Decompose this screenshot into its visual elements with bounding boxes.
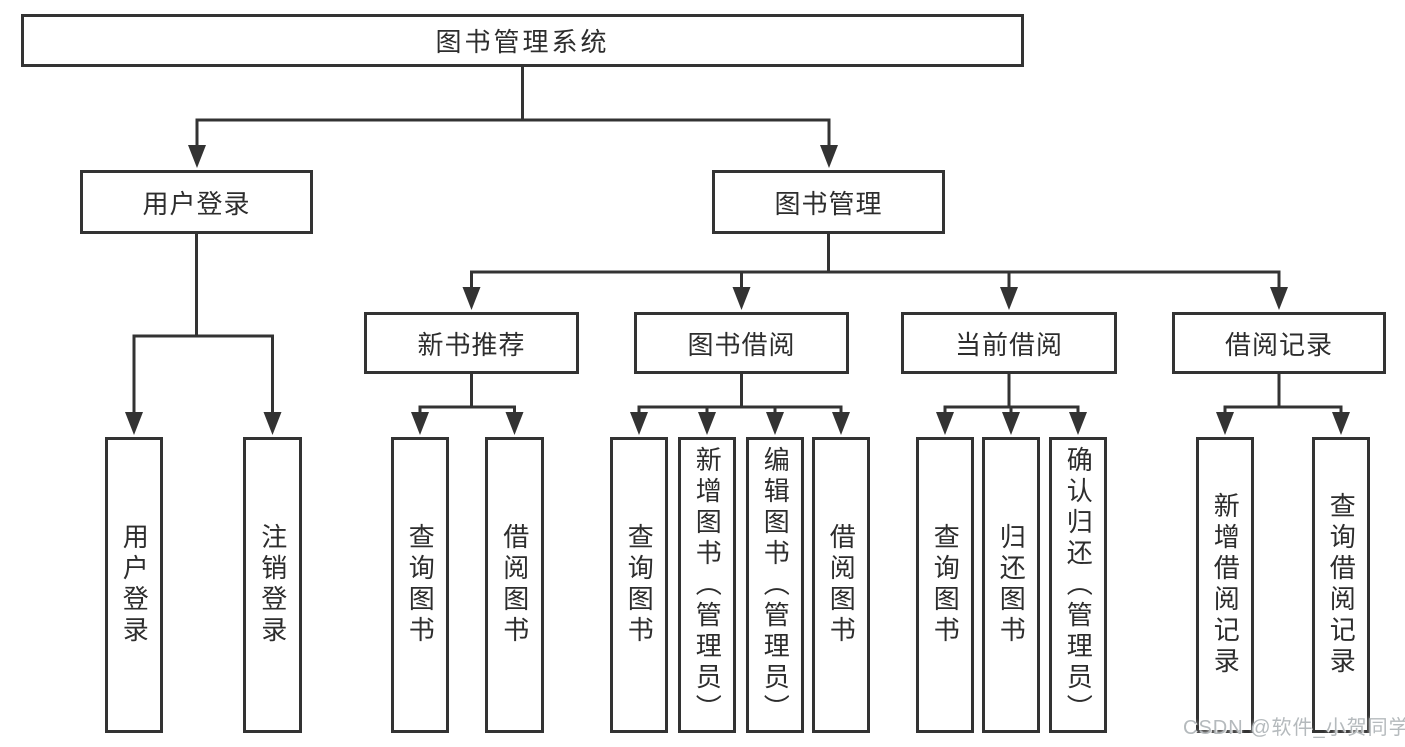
leaf-borrow-books-recommendation: 借阅图书 [485, 437, 544, 733]
connector-new-book-branch [411, 374, 524, 435]
leaf-user-login: 用户登录 [105, 437, 163, 733]
leaf-label: 新增图书（管理员） [692, 445, 723, 725]
node-label: 用户登录 [142, 188, 251, 219]
arrowhead [505, 412, 524, 435]
leaf-label: 归还图书 [996, 523, 1027, 647]
arrowhead [462, 287, 481, 310]
leaf-logout: 注销登录 [243, 437, 302, 733]
leaf-label: 查询借阅记录 [1326, 492, 1357, 678]
leaf-label: 编辑图书（管理员） [760, 445, 791, 725]
arrowhead [263, 412, 282, 435]
arrowhead [1002, 412, 1020, 435]
leaf-query-books-recommendation: 查询图书 [391, 437, 449, 733]
node-label: 图书管理 [774, 188, 883, 219]
connector-root-to-level2 [188, 67, 838, 168]
connector-book-borrow-branch [630, 374, 850, 435]
leaf-query-books-current: 查询图书 [916, 437, 974, 733]
node-label: 新书推荐 [417, 329, 526, 360]
node-label: 借阅记录 [1224, 329, 1333, 360]
node-label: 当前借阅 [954, 329, 1063, 360]
arrowhead [1216, 412, 1234, 435]
arrowhead [630, 412, 648, 435]
arrowhead [698, 412, 716, 435]
leaf-label: 查询图书 [405, 523, 436, 647]
node-new-book-recommendation: 新书推荐 [364, 312, 579, 374]
arrowhead [766, 412, 784, 435]
node-borrowing-records: 借阅记录 [1172, 312, 1386, 374]
node-user-login: 用户登录 [80, 170, 313, 234]
arrowhead [820, 145, 838, 168]
leaf-label: 借阅图书 [826, 523, 857, 647]
node-label: 图书管理系统 [435, 27, 610, 57]
arrowhead [936, 412, 954, 435]
leaf-label: 注销登录 [257, 523, 288, 647]
leaf-confirm-return-admin: 确认归还（管理员） [1049, 437, 1107, 733]
connector-user-login-branch [125, 234, 282, 435]
arrowhead [188, 145, 206, 168]
arrowhead [1270, 287, 1288, 310]
arrowhead [411, 412, 429, 435]
leaf-label: 用户登录 [119, 523, 150, 647]
arrowhead [1332, 412, 1350, 435]
leaf-label: 查询图书 [624, 523, 655, 647]
node-label: 图书借阅 [687, 329, 796, 360]
arrowhead [1069, 412, 1087, 435]
arrowhead [1000, 287, 1018, 310]
leaf-return-books: 归还图书 [982, 437, 1040, 733]
leaf-query-books-borrowing: 查询图书 [610, 437, 668, 733]
leaf-query-borrow-record: 查询借阅记录 [1312, 437, 1370, 733]
arrowhead [732, 287, 751, 310]
connector-book-management-branch [462, 234, 1288, 310]
node-root-library-system: 图书管理系统 [21, 14, 1024, 67]
leaf-add-books-admin: 新增图书（管理员） [678, 437, 736, 733]
leaf-edit-books-admin: 编辑图书（管理员） [746, 437, 804, 733]
csdn-watermark: CSDN @软件_小贺同学 [1183, 717, 1405, 739]
node-current-borrowing: 当前借阅 [901, 312, 1117, 374]
arrowhead [125, 412, 143, 435]
leaf-label: 确认归还（管理员） [1063, 445, 1094, 725]
arrowhead [832, 412, 850, 435]
leaf-borrow-books: 借阅图书 [812, 437, 870, 733]
leaf-add-borrow-record: 新增借阅记录 [1196, 437, 1254, 733]
node-book-borrowing: 图书借阅 [634, 312, 849, 374]
leaf-label: 借阅图书 [499, 523, 530, 647]
leaf-label: 查询图书 [930, 523, 961, 647]
node-book-management: 图书管理 [712, 170, 945, 234]
connector-current-borrow-branch [936, 374, 1087, 435]
connector-borrow-records-branch [1216, 374, 1350, 435]
leaf-label: 新增借阅记录 [1210, 492, 1241, 678]
